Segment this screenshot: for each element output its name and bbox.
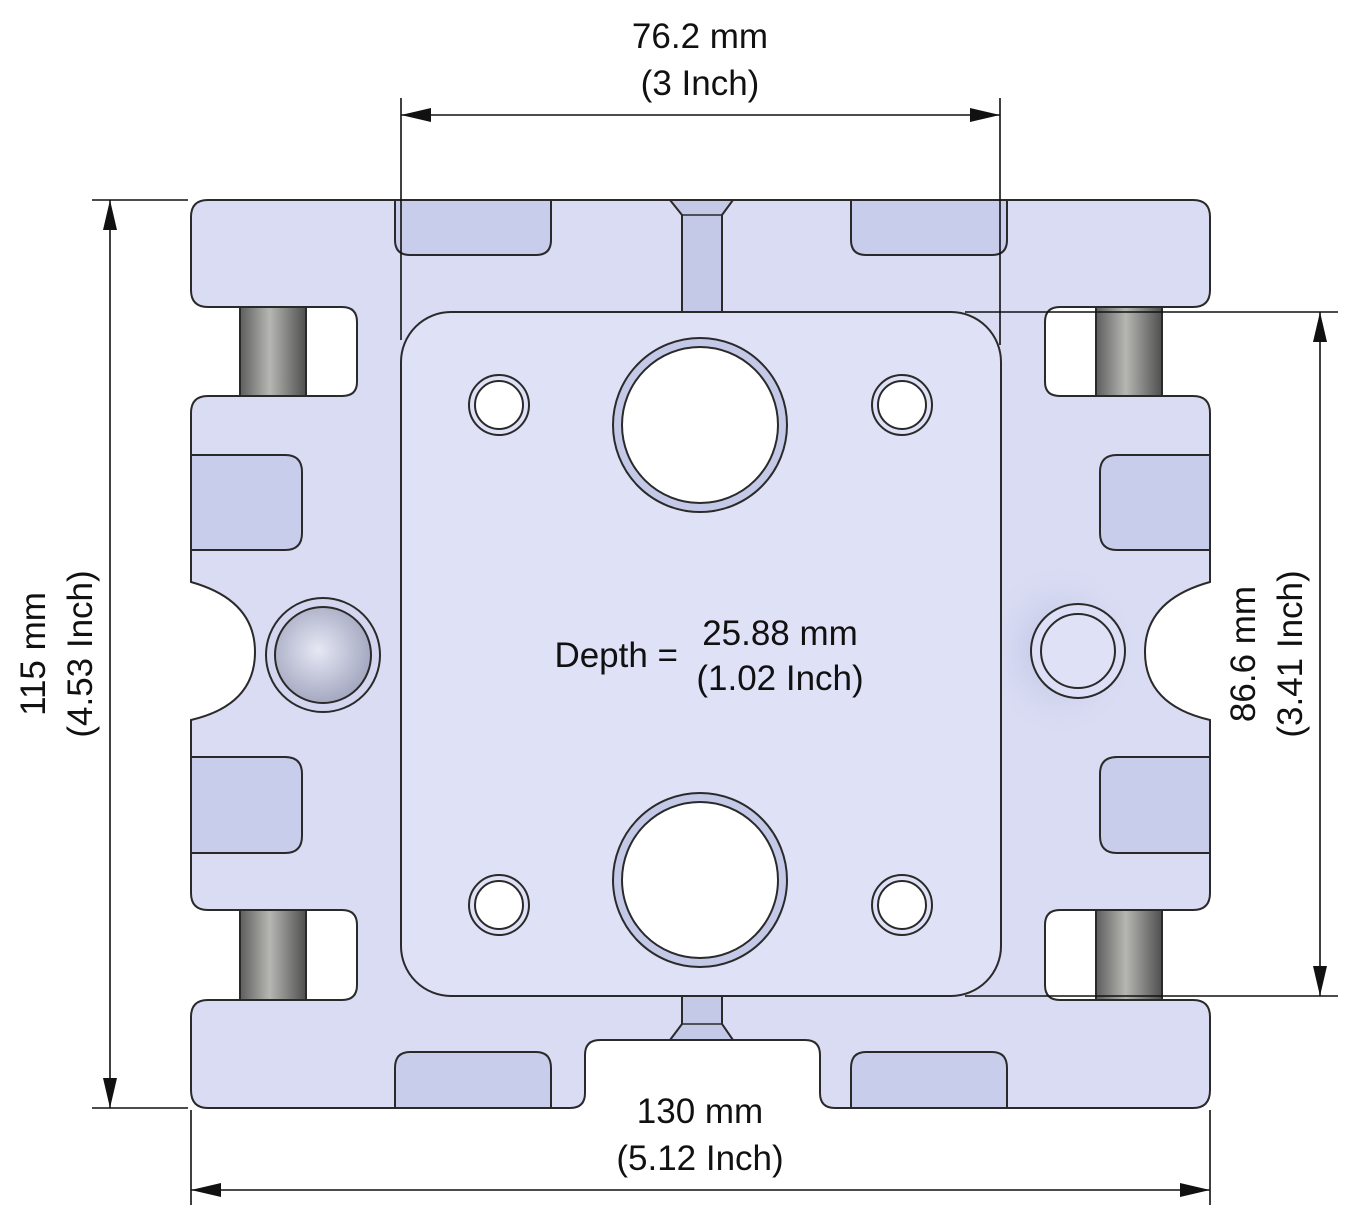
rod-top-right: [1095, 304, 1163, 398]
depth-label: Depth =: [554, 636, 678, 675]
small-hole-top-left-outer: [468, 374, 530, 436]
pocket-top-left: [394, 199, 552, 256]
dimension-left-height: 115 mm (4.53 Inch): [14, 199, 188, 1109]
large-hole-top: [621, 346, 779, 504]
pocket-right-upper: [1099, 454, 1211, 551]
small-hole-top-right: [877, 380, 927, 430]
rod-bottom-right: [1095, 909, 1163, 1003]
right-bolt: [1040, 613, 1116, 689]
pocket-right-lower: [1099, 756, 1211, 854]
small-hole-bottom-right-outer: [871, 874, 933, 936]
small-hole-bottom-right: [877, 880, 927, 930]
side-bolts: [265, 597, 1126, 713]
dim-right-inch: (3.41 Inch): [1271, 570, 1310, 737]
dimension-right-height: 86.6 mm (3.41 Inch): [965, 311, 1338, 997]
dim-left-inch: (4.53 Inch): [61, 570, 100, 737]
small-hole-top-left: [474, 380, 524, 430]
pocket-bottom-right: [850, 1051, 1008, 1109]
small-hole-top-right-outer: [871, 374, 933, 436]
dim-bottom-mm: 130 mm: [637, 1092, 763, 1131]
dim-top-inch: (3 Inch): [641, 64, 760, 103]
depth-annotation: Depth = 25.88 mm (1.02 Inch): [554, 614, 863, 698]
dimension-top-width: 76.2 mm (3 Inch): [400, 17, 1001, 345]
small-hole-bottom-left-outer: [468, 874, 530, 936]
dim-bottom-inch: (5.12 Inch): [616, 1139, 783, 1178]
dimension-bottom-width: 130 mm (5.12 Inch): [190, 1092, 1211, 1205]
screw-channels: [667, 199, 735, 1041]
small-hole-bottom-left: [474, 880, 524, 930]
pocket-bottom-left: [394, 1051, 552, 1109]
pocket-top-right: [850, 199, 1008, 256]
dim-left-mm: 115 mm: [14, 592, 53, 716]
mounting-plate: [400, 311, 1002, 997]
holes: [468, 337, 933, 968]
pocket-left-upper: [190, 454, 303, 551]
left-bolt: [274, 606, 372, 704]
rod-top-left: [239, 304, 307, 398]
depth-mm: 25.88 mm: [702, 614, 858, 653]
large-hole-bottom: [621, 801, 779, 959]
pocket-left-lower: [190, 756, 303, 854]
rod-bottom-left: [239, 909, 307, 1003]
pockets: [190, 199, 1211, 1109]
dim-top-mm: 76.2 mm: [632, 17, 768, 56]
depth-inch: (1.02 Inch): [696, 659, 863, 698]
dim-right-mm: 86.6 mm: [1224, 586, 1263, 722]
